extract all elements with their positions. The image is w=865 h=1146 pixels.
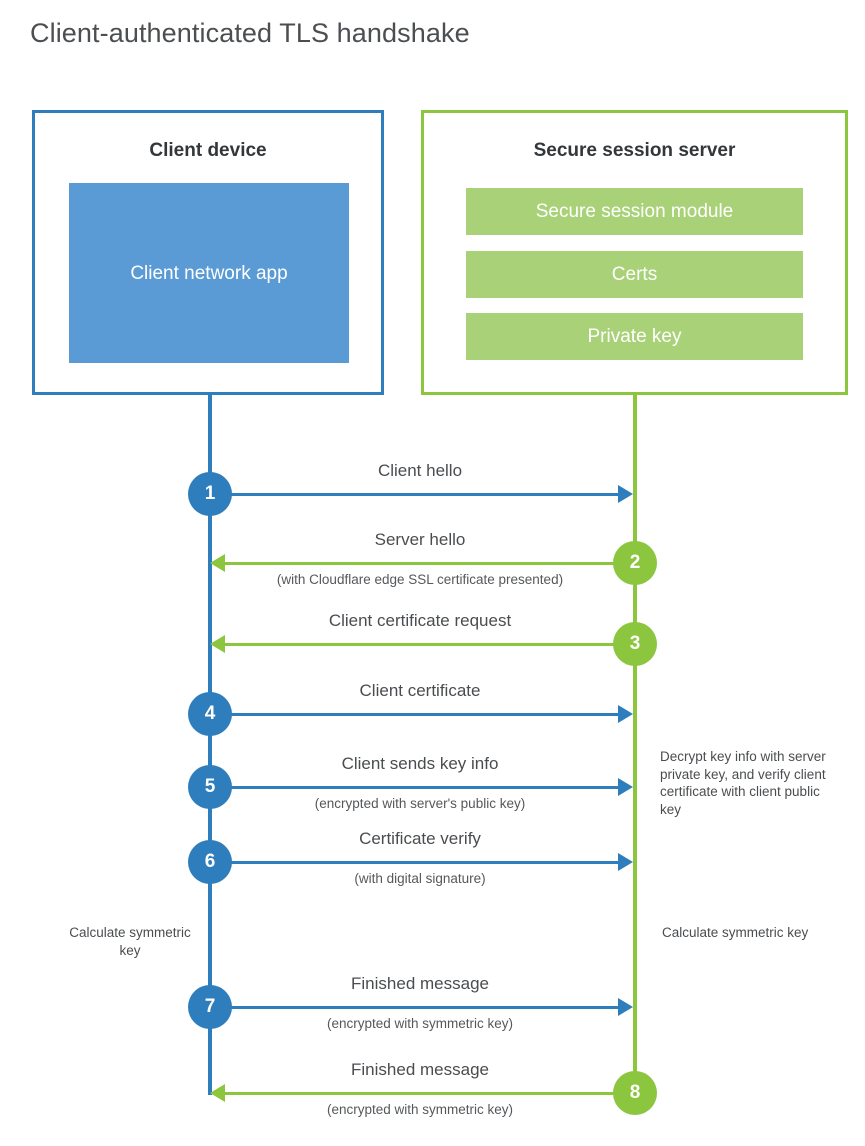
- client-network-app-block: Client network app: [69, 183, 349, 363]
- step-8-sublabel: (encrypted with symmetric key): [326, 1102, 514, 1117]
- step-4-arrow-head-icon: [618, 705, 633, 723]
- step-2-label: Server hello: [374, 530, 466, 549]
- secure-session-server-title: Secure session server: [533, 140, 736, 161]
- server-lifeline: [633, 392, 637, 1095]
- step-number-badge-8: 8: [613, 1071, 657, 1115]
- step-3-arrow-line: [225, 643, 635, 646]
- step-8-arrow-head-icon: [210, 1084, 225, 1102]
- note-decrypt-key-info: Decrypt key info with server private key…: [660, 749, 826, 817]
- step-4-arrow-line: [210, 713, 620, 716]
- step-2-sublabel: (with Cloudflare edge SSL certificate pr…: [276, 572, 564, 587]
- step-2-arrow-head-icon: [210, 554, 225, 572]
- step-8-label: Finished message: [351, 1060, 489, 1079]
- step-5-arrow-line: [210, 786, 620, 789]
- step-3-label: Client certificate request: [328, 611, 512, 630]
- step-6-label: Certificate verify: [359, 829, 481, 848]
- step-number-badge-2: 2: [613, 541, 657, 585]
- step-5-arrow-head-icon: [618, 778, 633, 796]
- step-number-badge-6: 6: [188, 840, 232, 884]
- step-6-arrow-line: [210, 861, 620, 864]
- step-7-sublabel: (encrypted with symmetric key): [326, 1016, 514, 1031]
- step-number-badge-5: 5: [188, 765, 232, 809]
- client-device-title: Client device: [149, 140, 267, 161]
- step-5-label: Client sends key info: [341, 754, 499, 773]
- step-number-badge-3: 3: [613, 622, 657, 666]
- server-module-certs: Certs: [466, 251, 803, 298]
- step-4-label: Client certificate: [359, 681, 481, 700]
- step-6-arrow-head-icon: [618, 853, 633, 871]
- server-module-private-key: Private key: [466, 313, 803, 360]
- server-module-secure-session-module: Secure session module: [466, 188, 803, 235]
- step-7-arrow-line: [210, 1006, 620, 1009]
- step-1-arrow-line: [210, 493, 620, 496]
- step-number-badge-1: 1: [188, 472, 232, 516]
- step-1-arrow-head-icon: [618, 485, 633, 503]
- secure-session-server-box: Secure session server Secure session mod…: [421, 110, 848, 395]
- client-device-box: Client device Client network app: [32, 110, 384, 395]
- step-3-arrow-head-icon: [210, 635, 225, 653]
- step-number-badge-7: 7: [188, 985, 232, 1029]
- step-number-badge-4: 4: [188, 692, 232, 736]
- step-7-label: Finished message: [351, 974, 489, 993]
- step-1-label: Client hello: [377, 461, 463, 480]
- step-5-sublabel: (encrypted with server's public key): [314, 796, 526, 811]
- step-7-arrow-head-icon: [618, 998, 633, 1016]
- page-title: Client-authenticated TLS handshake: [30, 18, 470, 48]
- note-client-calculate-symmetric-key: Calculate symmetric key: [69, 925, 191, 958]
- step-2-arrow-line: [225, 562, 635, 565]
- note-server-calculate-symmetric-key: Calculate symmetric key: [662, 925, 809, 940]
- step-8-arrow-line: [225, 1092, 635, 1095]
- step-6-sublabel: (with digital signature): [354, 871, 486, 886]
- client-lifeline: [208, 392, 212, 1095]
